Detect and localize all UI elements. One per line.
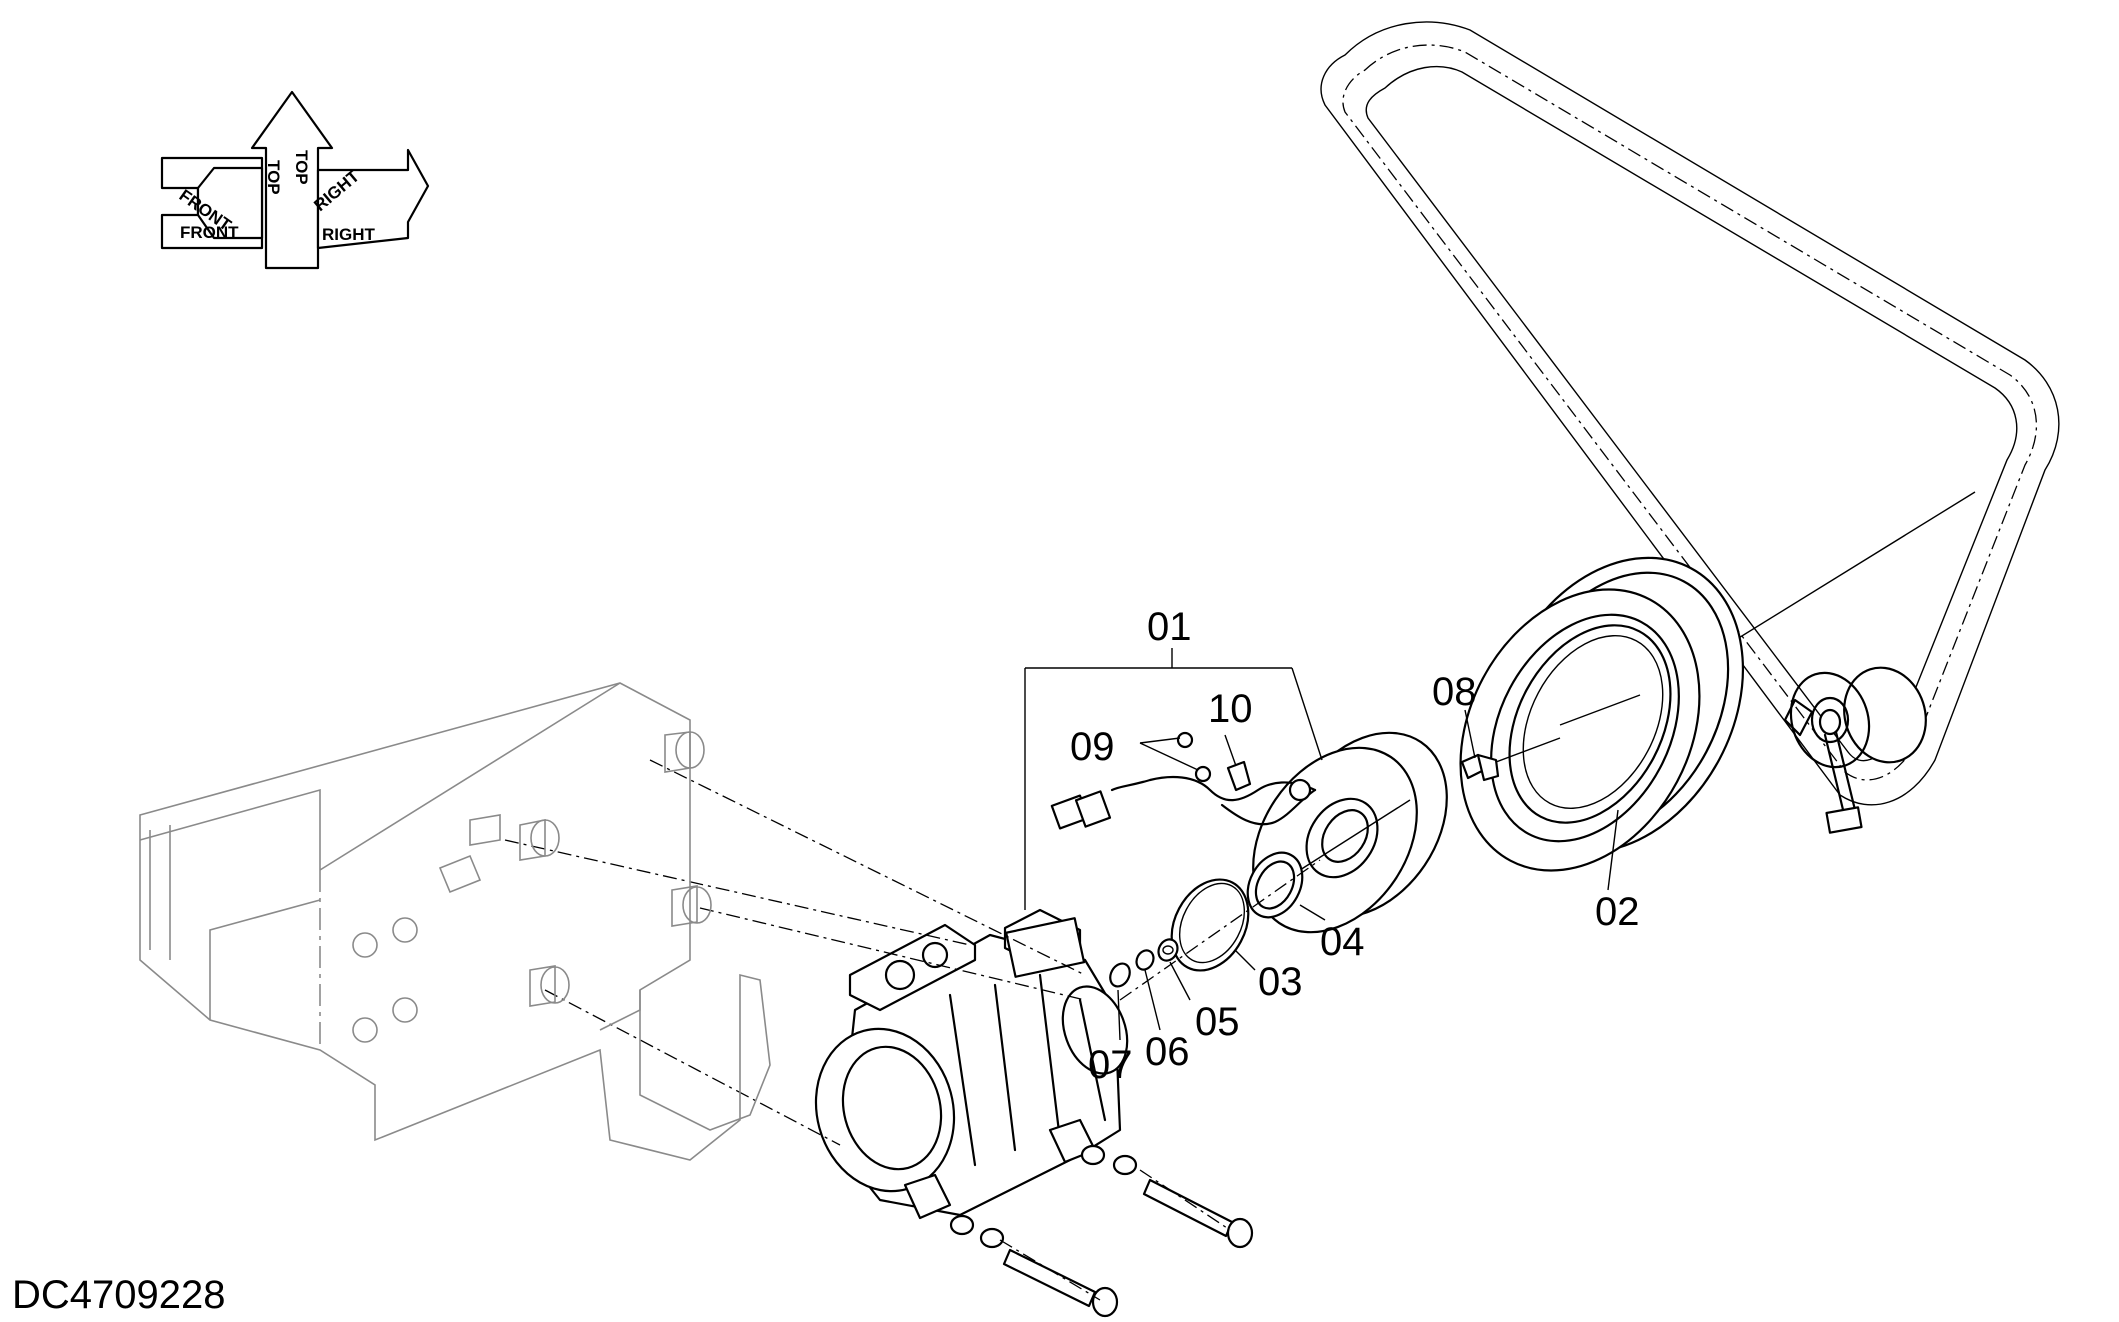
callout-10: 10 (1208, 687, 1253, 731)
callout-02: 02 (1595, 890, 1640, 934)
leader-lines (1117, 709, 1619, 1041)
top-label-rotated: TOP (264, 160, 283, 195)
callout-09: 09 (1070, 725, 1115, 769)
washers-parts-05-07 (1109, 938, 1179, 988)
callout-04: 04 (1320, 920, 1365, 964)
callout-01: 01 (1147, 605, 1192, 649)
callout-06: 06 (1145, 1030, 1190, 1074)
alignment-lines (504, 759, 1321, 1301)
compressor (814, 908, 1129, 1220)
right-label: RIGHT (322, 225, 376, 244)
v-belt (1320, 21, 2060, 806)
drawing-code: DC4709228 (12, 1273, 226, 1317)
screws-part-09 (1176, 731, 1212, 783)
engine-bracket (139, 682, 771, 1161)
top-label: TOP (292, 150, 311, 185)
callout-07: 07 (1088, 1043, 1133, 1087)
orientation-icon: FRONT FRONT TOP TOP RIGHT RIGHT (160, 90, 430, 270)
callout-05: 05 (1195, 1000, 1240, 1044)
snap-ring-part-03 (1170, 878, 1250, 972)
clip-part-10 (1226, 760, 1252, 792)
mount-bolts (1002, 1178, 1254, 1318)
front-label: FRONT (180, 223, 239, 242)
idler-pulley (1783, 666, 1927, 834)
mount-washers (949, 1144, 1138, 1249)
callout-01-bracket (1024, 648, 1323, 910)
bolt-part-08 (1460, 737, 1561, 782)
wire-harness (1050, 775, 1317, 830)
callout-03: 03 (1258, 960, 1303, 1004)
callout-08: 08 (1432, 670, 1477, 714)
pulley-part-02 (1459, 556, 1745, 872)
